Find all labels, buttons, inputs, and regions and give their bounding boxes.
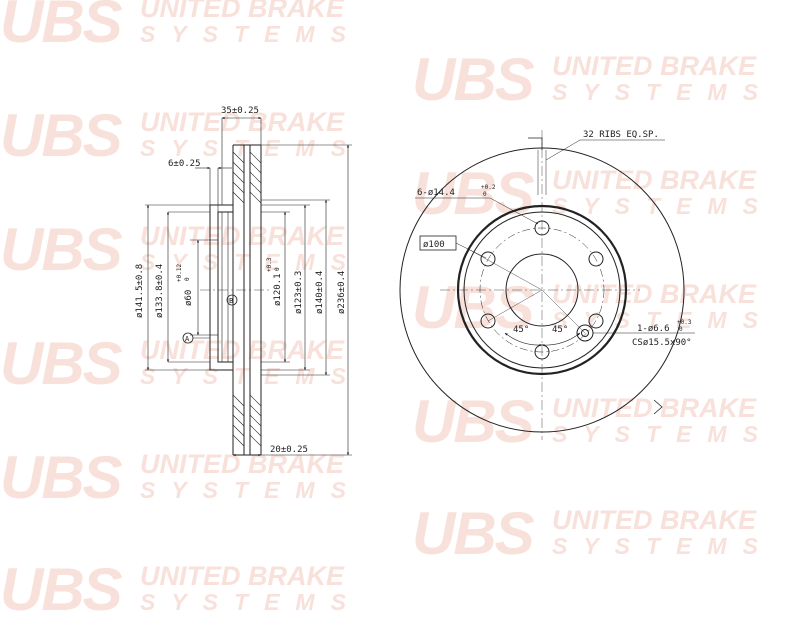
label-angle-left: 45°	[513, 325, 529, 335]
watermark-line1: UNITED BRAKE	[552, 279, 757, 309]
label-bolt-holes-tol: +0.2	[481, 184, 496, 191]
label-hole-small-tol2: 0	[679, 326, 683, 333]
label-dia-60-tol2: 0	[184, 277, 191, 281]
label-hole-small: 1-ø6.6	[637, 324, 670, 334]
technical-drawing: 35±0.25 6±0.25 20±0.25 ø141.5±0.8 ø133.8…	[135, 106, 695, 457]
watermark-line2: SYSTEMS	[552, 421, 774, 447]
ubs-logo: UBS	[412, 46, 535, 113]
label-ribs: 32 RIBS EQ.SP.	[583, 130, 659, 140]
bolt-hole	[480, 251, 496, 267]
side-view-labels: 35±0.25 6±0.25 20±0.25 ø141.5±0.8 ø133.8…	[135, 106, 347, 455]
watermark-line2: SYSTEMS	[140, 363, 362, 389]
ubs-logo: UBS	[412, 388, 535, 455]
label-dia-236: ø236±0.4	[337, 271, 347, 314]
label-pcd: ø100	[423, 240, 445, 250]
ubs-logo: UBS	[0, 444, 123, 511]
label-dia-60-tol: +0.12	[176, 264, 183, 282]
watermark-line2: SYSTEMS	[552, 193, 774, 219]
watermark-line1: UNITED BRAKE	[140, 107, 345, 137]
label-dia-141: ø141.5±0.8	[135, 264, 145, 318]
label-angle-right: 45°	[552, 325, 568, 335]
label-datum-a: A	[185, 335, 190, 343]
label-dia-120: ø120.1	[273, 273, 283, 306]
watermark-line1: UNITED BRAKE	[552, 165, 757, 195]
label-dia-123: ø123±0.3	[294, 271, 304, 314]
watermark-line1: UNITED BRAKE	[140, 221, 345, 251]
ubs-logo: UBS	[0, 330, 123, 397]
watermark-line1: UNITED BRAKE	[140, 335, 345, 365]
label-bolt-holes: 6-ø14.4	[417, 188, 455, 198]
bolt-hole	[588, 251, 604, 267]
ubs-logo: UBS	[0, 102, 123, 169]
ubs-logo: UBS	[0, 0, 123, 55]
label-width-total: 35±0.25	[221, 106, 259, 116]
watermark-line2: SYSTEMS	[140, 21, 362, 47]
watermark-line2: SYSTEMS	[552, 307, 774, 333]
watermark-line1: UNITED BRAKE	[552, 51, 757, 81]
label-disc-thickness: 20±0.25	[270, 445, 308, 455]
label-dia-140: ø140±0.4	[315, 271, 325, 314]
watermark-line1: UNITED BRAKE	[140, 0, 345, 23]
label-hat-thickness: 6±0.25	[168, 159, 201, 169]
front-view-labels: 32 RIBS EQ.SP. 6-ø14.4 +0.2 0 ø100 45° 4…	[417, 130, 692, 348]
side-view	[145, 116, 352, 457]
datum-b-marker	[226, 294, 238, 306]
watermark-line1: UNITED BRAKE	[552, 393, 757, 423]
ubs-logo: UBS	[412, 500, 535, 567]
watermark-line2: SYSTEMS	[552, 79, 774, 105]
label-dia-60: ø60	[184, 290, 194, 306]
label-dia-120-tol: +0.3	[266, 257, 273, 272]
watermark-line1: UNITED BRAKE	[140, 561, 345, 591]
label-dia-120-tol2: 0	[274, 267, 281, 271]
label-datum-b: B	[229, 297, 233, 305]
centre-bore	[505, 253, 579, 327]
bolt-hole	[588, 313, 604, 329]
watermark-line2: SYSTEMS	[552, 533, 774, 559]
front-view	[399, 130, 695, 440]
watermark-line2: SYSTEMS	[140, 249, 362, 275]
label-dia-133: ø133.8±0.4	[155, 264, 165, 318]
watermark-line2: SYSTEMS	[140, 477, 362, 503]
bolt-hole	[480, 313, 496, 329]
label-hole-small-tol: +0.3	[677, 319, 692, 326]
small-hole	[581, 329, 589, 337]
label-bolt-holes-tol2: 0	[483, 191, 487, 198]
hat-profile	[209, 204, 233, 371]
watermark-line2: SYSTEMS	[140, 135, 362, 161]
ubs-logo: UBS	[412, 160, 535, 227]
label-countersink: CSø15.5x90°	[632, 338, 692, 348]
ubs-logo: UBS	[0, 216, 123, 283]
watermark-line1: UNITED BRAKE	[552, 505, 757, 535]
